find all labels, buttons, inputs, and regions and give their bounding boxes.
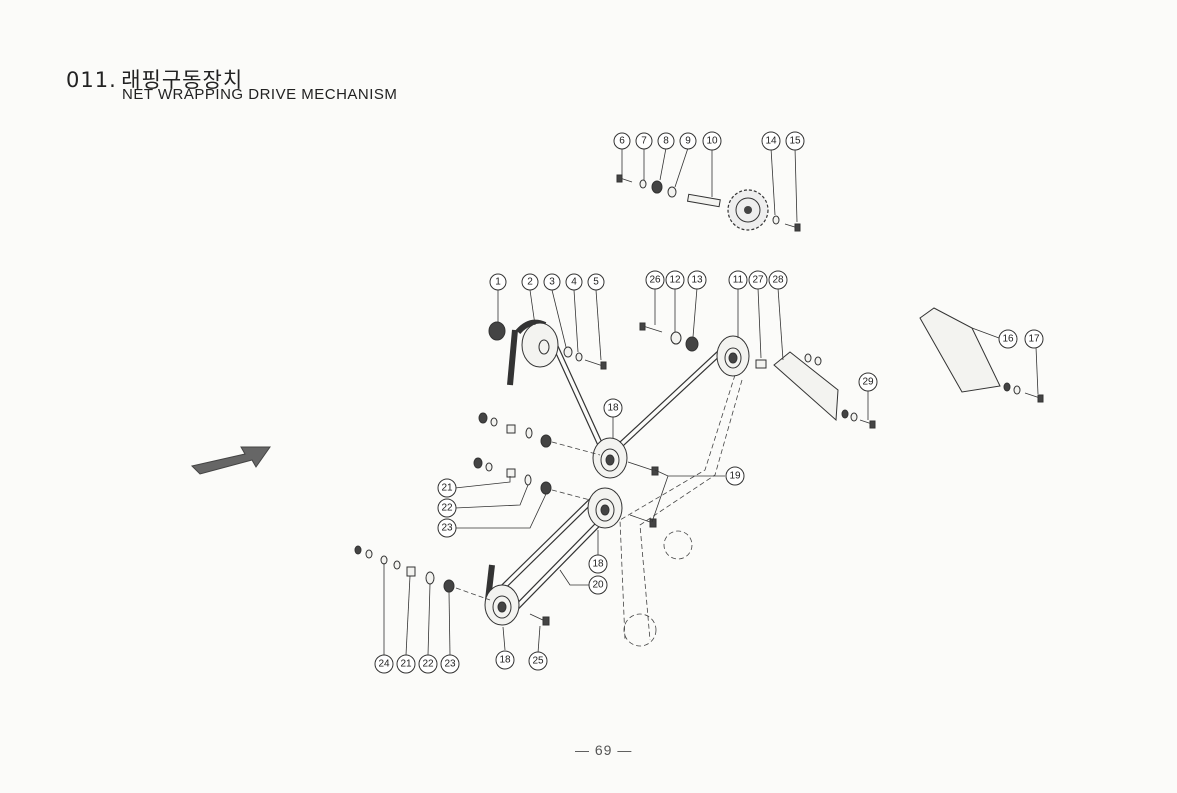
svg-text:27: 27 [752, 275, 764, 286]
bracket-16 [919, 307, 1001, 393]
callout-18-lower: 18 [495, 650, 515, 670]
svg-text:12: 12 [669, 275, 681, 286]
svg-text:2: 2 [527, 277, 533, 288]
callout-28: 28 [768, 270, 788, 290]
svg-text:16: 16 [1002, 334, 1014, 345]
callout-22-upper: 22 [437, 498, 457, 518]
callout-5: 5 [587, 273, 605, 291]
svg-text:21: 21 [441, 483, 453, 494]
callout-17: 17 [1024, 329, 1044, 349]
callout-24: 24 [374, 654, 394, 674]
svg-text:10: 10 [706, 136, 718, 147]
leader-lines [383, 147, 1039, 656]
page-number: — 69 — [575, 742, 633, 758]
svg-text:20: 20 [592, 580, 604, 591]
bracket-28 [773, 351, 839, 422]
callout-19: 19 [725, 466, 745, 486]
callout-8: 8 [657, 132, 675, 150]
svg-text:15: 15 [789, 136, 801, 147]
callout-10: 10 [702, 131, 722, 151]
svg-text:18: 18 [607, 403, 619, 414]
svg-text:14: 14 [765, 136, 777, 147]
svg-text:21: 21 [400, 659, 412, 670]
callout-4: 4 [565, 273, 583, 291]
callout-12: 12 [665, 270, 685, 290]
svg-text:24: 24 [378, 659, 390, 670]
callout-16: 16 [998, 329, 1018, 349]
callout-15: 15 [785, 131, 805, 151]
svg-text:7: 7 [641, 136, 647, 147]
callout-1: 1 [489, 273, 507, 291]
callout-26: 26 [645, 270, 665, 290]
callout-23-lower: 23 [440, 654, 460, 674]
svg-text:6: 6 [619, 136, 625, 147]
svg-text:9: 9 [685, 136, 691, 147]
lower-drive-belt [485, 497, 615, 615]
callout-14: 14 [761, 131, 781, 151]
callout-23-upper: 23 [437, 518, 457, 538]
callout-11: 11 [728, 270, 748, 290]
svg-text:3: 3 [549, 277, 555, 288]
pulley-18-middle [587, 487, 623, 529]
callout-7: 7 [635, 132, 653, 150]
svg-text:5: 5 [593, 277, 599, 288]
callout-6: 6 [613, 132, 631, 150]
svg-text:1: 1 [495, 277, 501, 288]
callout-18-upper: 18 [603, 398, 623, 418]
svg-text:17: 17 [1028, 334, 1040, 345]
callout-18-middle: 18 [588, 554, 608, 574]
sprocket-gear [727, 189, 769, 231]
svg-text:8: 8 [663, 136, 669, 147]
callout-27: 27 [748, 270, 768, 290]
svg-text:22: 22 [441, 503, 453, 514]
svg-text:18: 18 [592, 559, 604, 570]
svg-text:29: 29 [862, 377, 874, 388]
page-heading: 011. 래핑구동장치 NET WRAPPING DRIVE MECHANISM [66, 64, 397, 103]
svg-text:18: 18 [499, 655, 511, 666]
callout-21-lower: 21 [396, 654, 416, 674]
callout-20: 20 [588, 575, 608, 595]
callout-29: 29 [858, 372, 878, 392]
callout-25: 25 [528, 651, 548, 671]
pulley-18-lower [484, 584, 520, 626]
svg-text:25: 25 [532, 656, 544, 667]
callout-22-lower: 22 [418, 654, 438, 674]
callout-2: 2 [521, 273, 539, 291]
callout-9: 9 [679, 132, 697, 150]
section-title-korean: 래핑구동장치 [121, 68, 244, 92]
direction-arrow-icon [191, 446, 271, 475]
phantom-chain-outline [619, 374, 743, 647]
svg-text:22: 22 [422, 659, 434, 670]
svg-text:13: 13 [691, 275, 703, 286]
svg-text:23: 23 [444, 659, 456, 670]
section-title-english: NET WRAPPING DRIVE MECHANISM [122, 86, 398, 103]
svg-text:11: 11 [733, 275, 744, 286]
callout-13: 13 [687, 270, 707, 290]
pulley-18-upper [592, 437, 628, 479]
svg-text:26: 26 [649, 275, 661, 286]
pulley-11 [716, 335, 750, 377]
pulley-2 [521, 322, 559, 368]
small-hardware [354, 174, 1044, 626]
callout-21-upper: 21 [437, 478, 457, 498]
svg-text:28: 28 [772, 275, 784, 286]
callout-3: 3 [543, 273, 561, 291]
svg-text:23: 23 [441, 523, 453, 534]
svg-text:19: 19 [729, 471, 741, 482]
svg-text:4: 4 [571, 277, 577, 288]
section-number: 011. [66, 68, 117, 92]
